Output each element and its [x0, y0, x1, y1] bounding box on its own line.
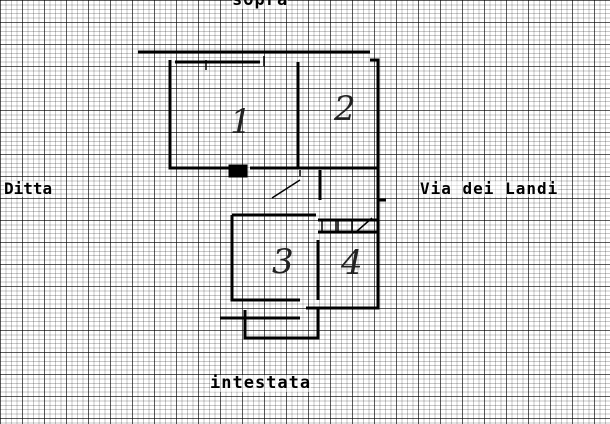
lower-right-wall: [306, 200, 380, 310]
south-label: intestata: [210, 373, 312, 393]
door-block: [228, 164, 248, 178]
stair-cell-2: [337, 219, 353, 233]
lower-left-wall: [230, 215, 300, 302]
room-number-2: 2: [334, 89, 356, 129]
west-label: Ditta: [4, 179, 53, 198]
east-label: Via dei Landi: [420, 179, 559, 198]
door-arc-hint: [271, 179, 301, 199]
upper-right-wall: [370, 58, 386, 202]
room-number-4: 4: [341, 243, 363, 283]
north-label: sopra: [232, 0, 289, 9]
room-number-1: 1: [230, 102, 252, 142]
stair-diagonal: [355, 217, 373, 233]
room-number-3: 3: [272, 242, 294, 282]
appendix: [243, 308, 320, 340]
detail-lines: [205, 56, 373, 233]
upper-left-wall: [168, 60, 235, 170]
stair-cell: [321, 219, 337, 233]
